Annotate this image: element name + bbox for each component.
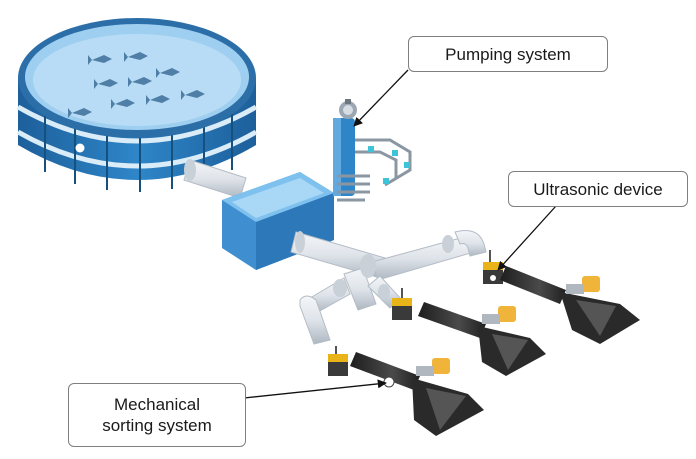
label-sorting-line2: sorting system [102,416,212,435]
pipe-joints [295,231,454,300]
fish-group [68,52,205,118]
sorting-machine-2 [418,302,546,376]
label-pumping-system: Pumping system [408,36,608,72]
label-pumping-text: Pumping system [445,44,571,64]
arrow-sorting [243,379,387,399]
sorting-machine-3 [350,352,484,436]
sorting-machine-1 [500,266,640,344]
ultrasonic-device-2 [392,288,412,320]
ultrasonic-device-3 [328,346,348,376]
arrow-pumping [353,69,409,127]
label-sorting-line1: Mechanical [114,395,200,414]
label-mechanical-sorting-system: Mechanical sorting system [68,383,246,447]
label-ultrasonic-device: Ultrasonic device [508,171,688,207]
pump-unit [333,99,412,202]
arrow-ultrasonic [497,205,557,271]
fish-tank [16,18,258,192]
label-ultrasonic-text: Ultrasonic device [533,179,663,199]
callout-arrows [243,69,557,399]
